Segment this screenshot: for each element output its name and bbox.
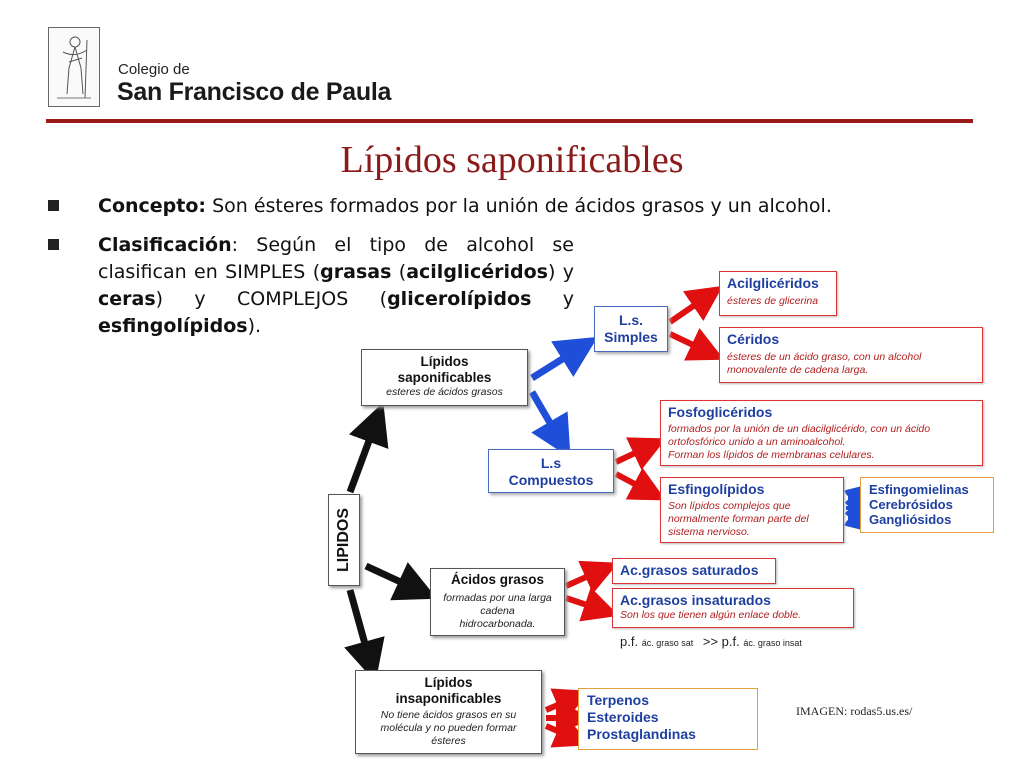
node-saturados: Ac.grasos saturados (612, 558, 776, 584)
node-title: saponificables (397, 370, 492, 385)
slide-title: Lípidos saponificables (340, 139, 684, 181)
node-title: L.s. (618, 312, 644, 328)
node-esfingolipidos: Esfingolípidos Son lípidos complejos que… (660, 477, 844, 543)
bullet-square-icon (48, 200, 59, 211)
term-esfingolipidos: esfingolípidos (98, 315, 248, 337)
text-run: ) y COMPLEJOS ( (155, 288, 388, 310)
node-title: L.s (540, 455, 562, 471)
arrow-to-gangliosidos (843, 507, 870, 532)
pf-comparison: p.f. ác. graso sat >> p.f. ác. graso ins… (620, 634, 802, 649)
node-insaponificables-types: Terpenos Esteroides Prostaglandinas (578, 688, 758, 750)
school-prefix: Colegio de (118, 61, 190, 78)
node-title: Acilglicéridos (727, 275, 819, 291)
node-ls-compuestos: L.s Compuestos (488, 449, 614, 493)
text-run: ( (391, 261, 407, 283)
arrow-lipidos-saponificables (346, 402, 389, 494)
pf-subscript: ác. graso sat (641, 638, 694, 648)
text-run: : Según el tipo de alcohol se clasifican… (98, 234, 574, 283)
node-acilgliceridos: Acilglicéridos ésteres de glicerina (719, 271, 837, 316)
concepto-label: Concepto: (98, 195, 207, 217)
node-desc: Forman los lípidos de membranas celulare… (668, 449, 875, 461)
list-item: Gangliósidos (869, 512, 952, 527)
arrow-to-ls-compuestos (528, 390, 571, 459)
term-ceras: ceras (98, 288, 156, 310)
node-title: insaponificables (395, 691, 502, 706)
node-title: Ac.grasos saturados (620, 562, 759, 578)
node-ls-simples: L.s. Simples (594, 306, 668, 352)
node-desc: hidrocarbonada. (459, 618, 536, 630)
arrow-to-esfingolipidos (614, 467, 666, 501)
bullet-concepto: Concepto: Son ésteres formados por la un… (98, 193, 832, 220)
node-title: Lípidos (424, 675, 473, 690)
node-desc: No tiene ácidos grasos en su (380, 709, 517, 721)
bullet-square-icon (48, 239, 59, 250)
node-title: Céridos (727, 331, 780, 347)
node-title: Ácidos grasos (450, 572, 545, 587)
node-desc: sistema nervioso. (668, 526, 750, 538)
list-item: Esteroides (587, 709, 659, 725)
school-name: San Francisco de Paula (117, 78, 392, 106)
node-desc: Son lípidos complejos que (668, 500, 791, 512)
term-acilgliceridos: acilglicéridos (406, 261, 548, 283)
list-item: Cerebrósidos (869, 497, 953, 512)
node-title: Ac.grasos insaturados (620, 592, 771, 608)
header-rule (46, 119, 973, 123)
pf-label: >> p.f. (702, 634, 740, 649)
arrow-to-terpenos (544, 688, 591, 722)
term-glicerolipidos: glicerolípidos (387, 288, 532, 310)
pf-label: p.f. (620, 634, 639, 649)
bullet-clasificacion: Clasificación: Según el tipo de alcohol … (98, 232, 574, 340)
node-acidos-grasos: Ácidos grasos formadas por una larga cad… (430, 568, 565, 636)
list-item: Prostaglandinas (587, 726, 696, 742)
node-desc: ésteres de un ácido graso, con un alcoho… (727, 351, 922, 363)
node-lipidos-label: LIPIDOS (335, 507, 352, 573)
node-desc: formados por la unión de un diacilglicér… (668, 423, 931, 435)
node-esfingo-types: Esfingomielinas Cerebrósidos Gangliósido… (860, 477, 994, 533)
node-title: Esfingolípidos (668, 481, 765, 497)
concepto-text: Son ésteres formados por la unión de áci… (212, 195, 832, 217)
arrow-lipidos-acidos (364, 562, 438, 601)
arrow-to-acilgliceridos (668, 285, 723, 325)
node-lipidos: LIPIDOS (328, 494, 360, 586)
term-grasas: grasas (320, 261, 392, 283)
arrow-to-prostaglandinas (544, 714, 591, 748)
node-fosfogliceridos: Fosfoglicéridos formados por la unión de… (660, 400, 983, 466)
image-credit: IMAGEN: rodas5.us.es/ (796, 704, 913, 718)
node-desc: ortofosfórico unido a un aminoalcohol. (668, 436, 846, 448)
node-ceridos: Céridos ésteres de un ácido graso, con u… (719, 327, 983, 383)
arrow-to-esfingomielinas (843, 484, 870, 509)
node-desc: Son los que tienen algún enlace doble. (620, 609, 801, 621)
arrow-to-saturados (564, 560, 619, 594)
school-logo (48, 27, 100, 107)
node-desc: cadena (480, 605, 515, 617)
text-run: ). (247, 315, 262, 337)
arrow-to-ceridos (668, 328, 725, 361)
node-desc: esteres de ácidos grasos (386, 386, 503, 398)
node-desc: molécula y no pueden formar (380, 722, 517, 734)
node-title: Lípidos (420, 354, 469, 369)
node-insaturados: Ac.grasos insaturados Son los que tienen… (612, 588, 854, 628)
text-run: ) y (547, 261, 574, 283)
list-item: Esfingomielinas (869, 482, 969, 497)
arrow-to-ls-simples (530, 336, 598, 381)
list-item: Terpenos (587, 692, 649, 708)
node-desc: ésteres de glicerina (727, 295, 819, 307)
node-title: Compuestos (508, 472, 594, 488)
arrow-to-fosfogliceridos (614, 437, 667, 470)
arrow-to-insaturados (565, 587, 620, 622)
pf-subscript: ác. graso insat (743, 638, 802, 648)
text-run: y (531, 288, 574, 310)
arrow-lipidos-insaponificables (344, 589, 385, 683)
node-title: Fosfoglicéridos (668, 404, 773, 420)
node-desc: ésteres (431, 735, 466, 747)
saint-figure-icon (57, 36, 91, 99)
node-title: Simples (604, 329, 658, 345)
clasificacion-label: Clasificación (98, 234, 232, 256)
node-desc: monovalente de cadena larga. (727, 364, 869, 376)
node-insaponificables: Lípidos insaponificables No tiene ácidos… (355, 670, 542, 754)
node-desc: normalmente forman parte del (668, 513, 809, 525)
node-saponificables: Lípidos saponificables esteres de ácidos… (361, 349, 528, 406)
node-desc: formadas por una larga (443, 592, 552, 604)
